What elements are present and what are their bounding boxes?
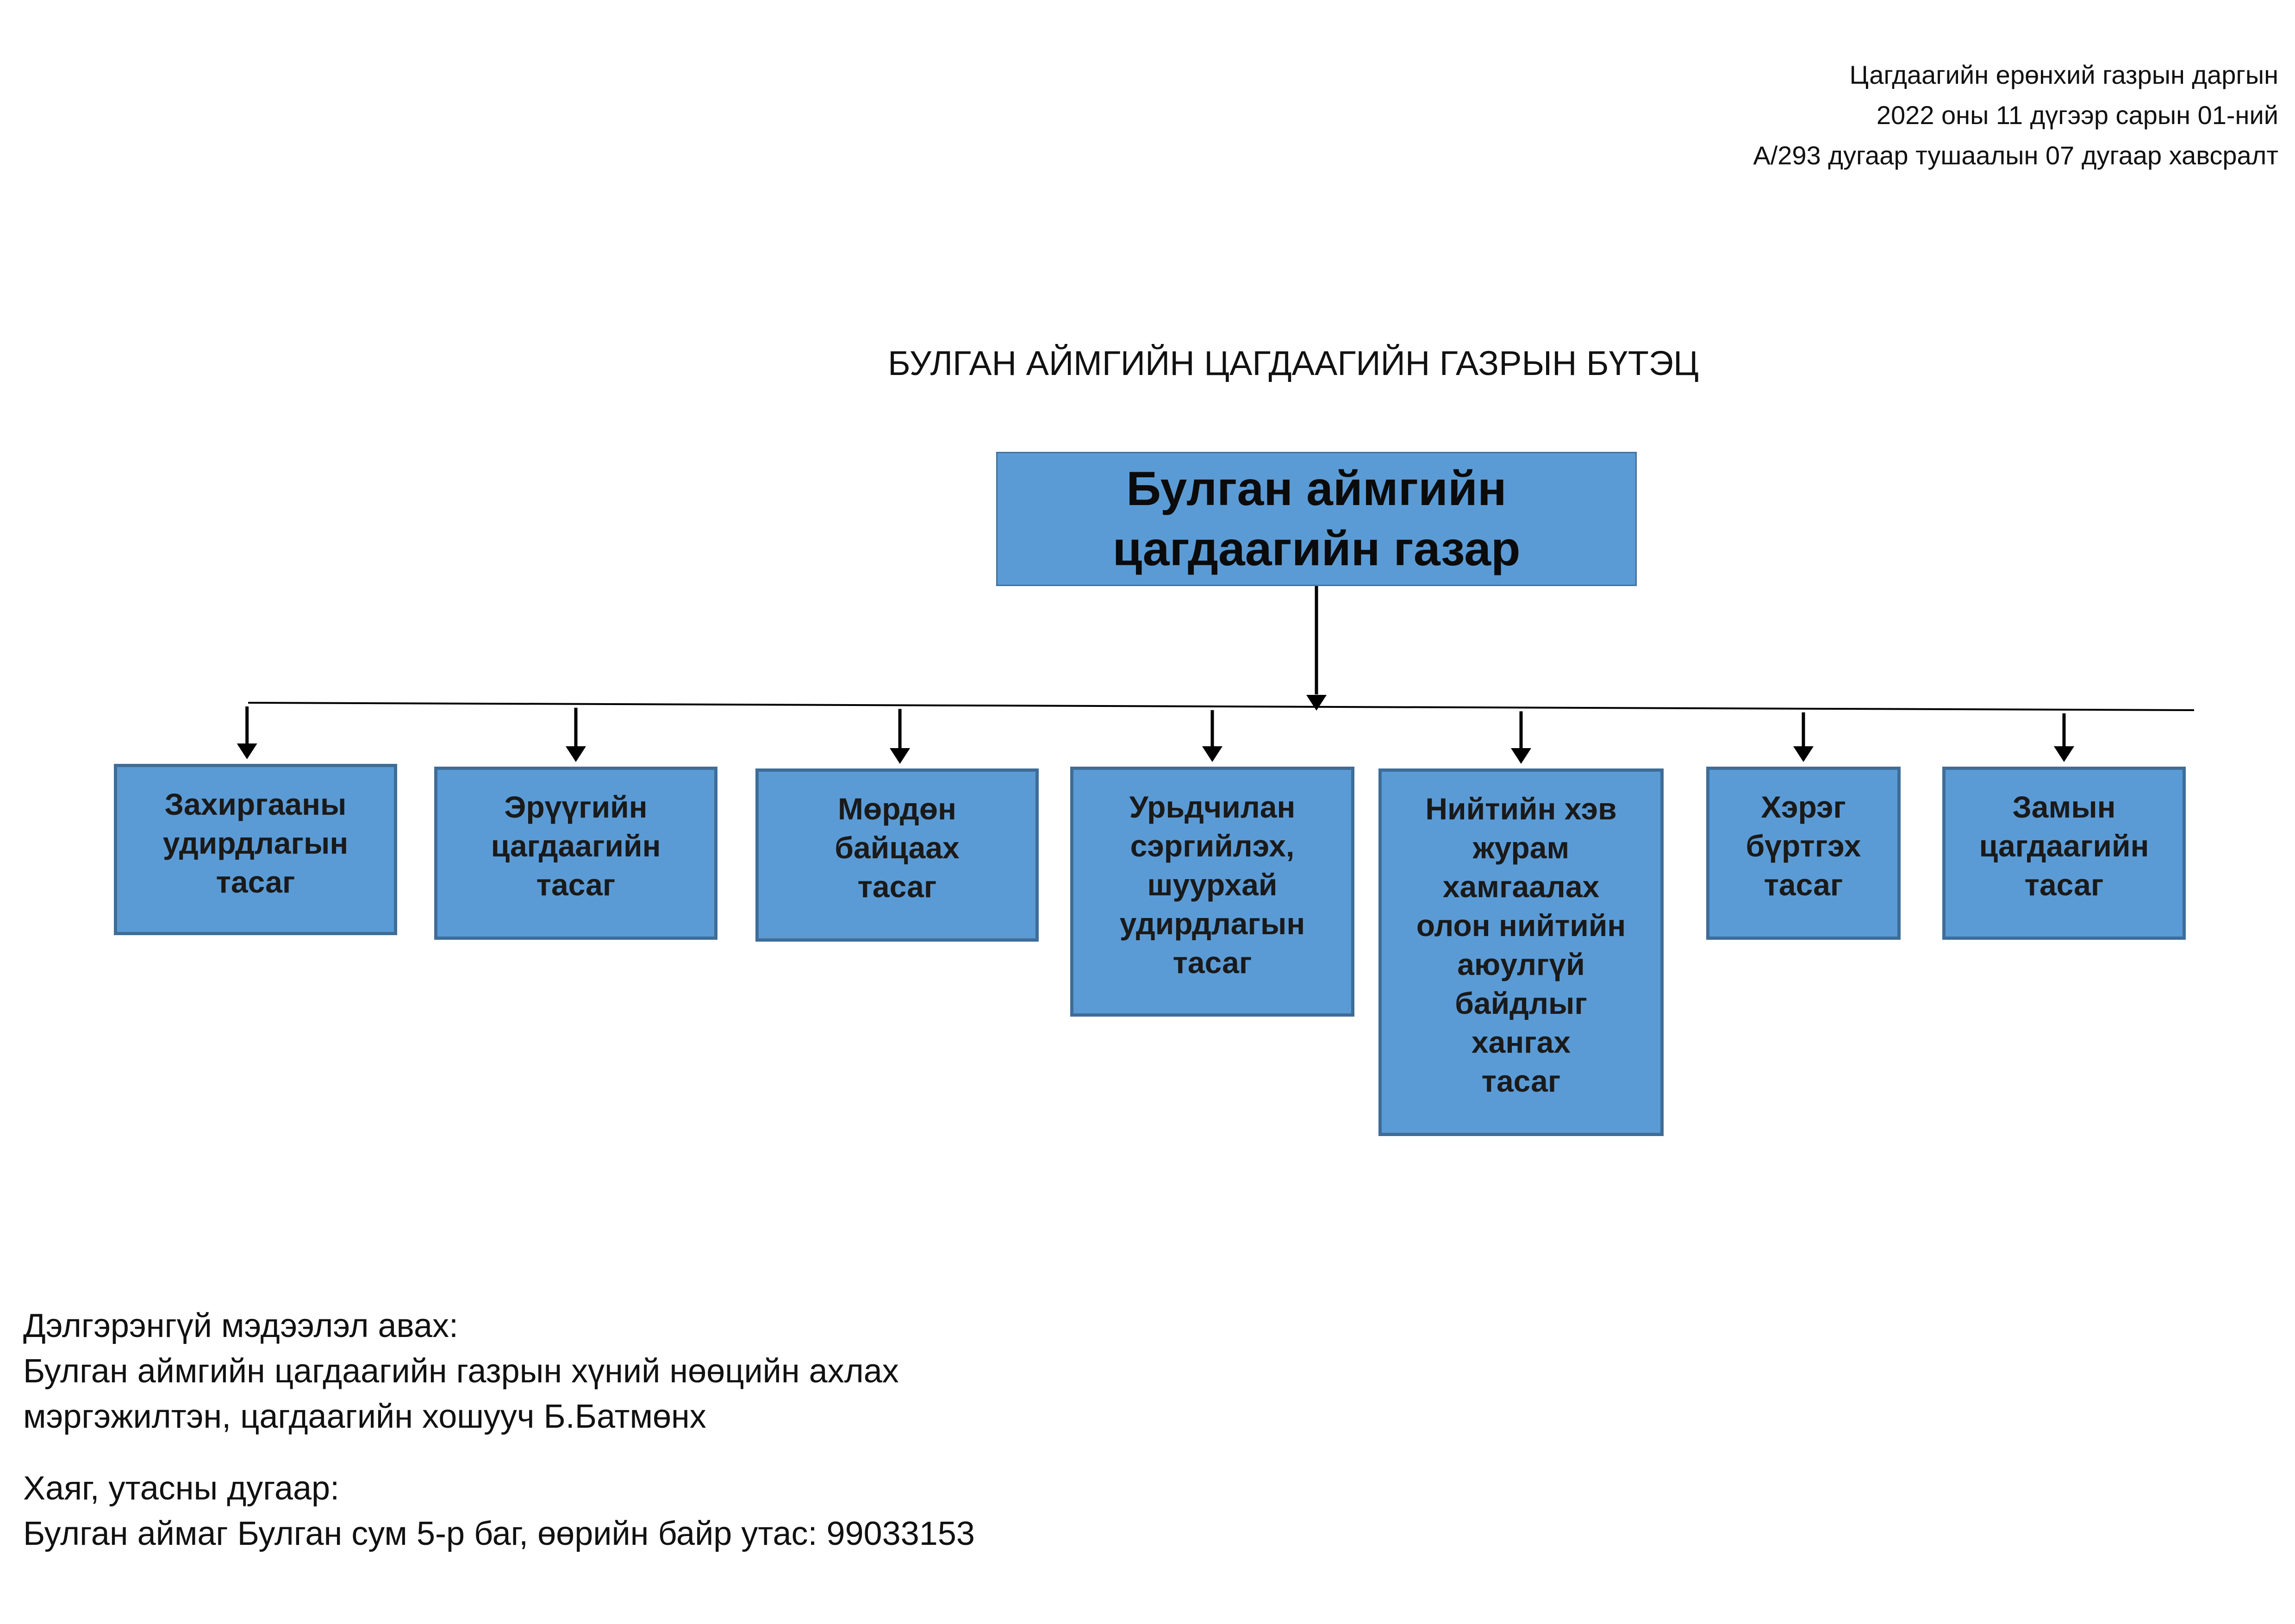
- appendix-note: Цагдаагийн ерөнхий газрын даргын 2022 он…: [1753, 55, 2278, 175]
- dept-box-criminal-police: Эрүүгийн цагдаагийн тасаг: [434, 767, 717, 940]
- dept-connector-arrow-5: [1793, 746, 1814, 762]
- dept-box-investigation: Мөрдөн байцаах тасаг: [755, 768, 1039, 942]
- dept-connector-arrow-2: [890, 748, 911, 764]
- contact-person-line-2: мэргэжилтэн, цагдаагийн хошууч Б.Батмөнх: [23, 1398, 706, 1435]
- appendix-note-line-3: А/293 дугаар тушаалын 07 дугаар хавсралт: [1753, 141, 2278, 170]
- address-heading: Хаяг, утасны дугаар:: [23, 1470, 340, 1507]
- dept-label-investigation: Мөрдөн байцаах тасаг: [835, 792, 960, 904]
- dept-label-criminal-police: Эрүүгийн цагдаагийн тасаг: [491, 790, 661, 902]
- bus-line: [248, 702, 2195, 711]
- address-line: Булган аймаг Булган сум 5-р баг, өөрийн …: [23, 1515, 975, 1552]
- dept-connector-arrow-6: [2054, 746, 2074, 762]
- address-info: Хаяг, утасны дугаар: Булган аймаг Булган…: [23, 1466, 975, 1556]
- document-title: БУЛГАН АЙМГИЙН ЦАГДААГИЙН ГАЗРЫН БҮТЭЦ: [888, 344, 1699, 382]
- contact-person-line-1: Булган аймгийн цагдаагийн газрын хүний н…: [23, 1353, 899, 1390]
- dept-connector-arrow-3: [1202, 746, 1222, 762]
- dept-label-traffic-police: Замын цагдаагийн тасаг: [1979, 790, 2149, 902]
- dept-box-administration: Захиргааны удирдлагын тасаг: [114, 764, 397, 935]
- dept-connector-arrow-0: [237, 743, 257, 759]
- contact-heading: Дэлгэрэнгүй мэдээлэл авах:: [23, 1307, 459, 1344]
- appendix-note-line-2: 2022 оны 11 дүгээр сарын 01-ний: [1876, 100, 2278, 130]
- dept-box-public-order: Нийтийн хэв журам хамгаалах олон нийтийн…: [1378, 768, 1664, 1136]
- org-root-label: Булган аймгийн цагдаагийн газар: [1112, 462, 1521, 576]
- org-root-box: Булган аймгийн цагдаагийн газар: [996, 452, 1637, 586]
- dept-box-traffic-police: Замын цагдаагийн тасаг: [1942, 767, 2186, 940]
- contact-info: Дэлгэрэнгүй мэдээлэл авах: Булган аймгий…: [23, 1303, 899, 1439]
- appendix-note-line-1: Цагдаагийн ерөнхий газрын даргын: [1849, 60, 2278, 89]
- dept-label-case-registration: Хэрэг бүртгэх тасаг: [1746, 790, 1861, 902]
- root-connector-arrow: [1306, 695, 1327, 711]
- dept-box-prevention-operations: Урьдчилан сэргийлэх, шуурхай удирдлагын …: [1070, 767, 1354, 1017]
- dept-label-prevention-operations: Урьдчилан сэргийлэх, шуурхай удирдлагын …: [1119, 790, 1305, 980]
- dept-connector-arrow-1: [566, 746, 586, 762]
- dept-box-case-registration: Хэрэг бүртгэх тасаг: [1706, 767, 1901, 940]
- dept-connector-arrow-4: [1511, 748, 1531, 764]
- dept-label-administration: Захиргааны удирдлагын тасаг: [162, 787, 349, 899]
- dept-label-public-order: Нийтийн хэв журам хамгаалах олон нийтийн…: [1416, 792, 1626, 1098]
